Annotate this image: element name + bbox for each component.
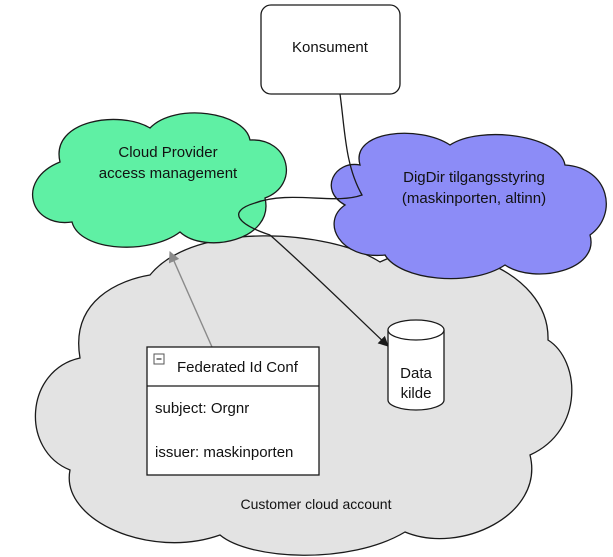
consumer-label: Konsument (292, 39, 369, 56)
federated-conf-subject: subject: Orgnr (155, 400, 249, 417)
digdir-cloud-shape (330, 132, 607, 280)
digdir-label-line1: DigDir tilgangsstyring (403, 169, 545, 186)
access-arrow (269, 234, 389, 347)
federated-conf-title: Federated Id Conf (177, 359, 299, 376)
consumer-connector (238, 93, 363, 236)
federated-conf-box (146, 346, 320, 476)
cloud-provider-label-line2: access management (99, 165, 238, 182)
cloud-provider-label-line1: Cloud Provider (118, 144, 217, 161)
cloud-provider-shape (31, 112, 288, 248)
digdir-label-line2: (maskinporten, altinn) (402, 190, 546, 207)
federated-conf-issuer: issuer: maskinporten (155, 444, 293, 461)
consumer-box (260, 4, 401, 95)
datasource-label-line2: kilde (401, 385, 432, 402)
datasource-cylinder (387, 319, 445, 411)
customer-account-label: Customer cloud account (241, 496, 392, 512)
datasource-label-line1: Data (400, 365, 432, 382)
trust-arrow (168, 250, 213, 348)
